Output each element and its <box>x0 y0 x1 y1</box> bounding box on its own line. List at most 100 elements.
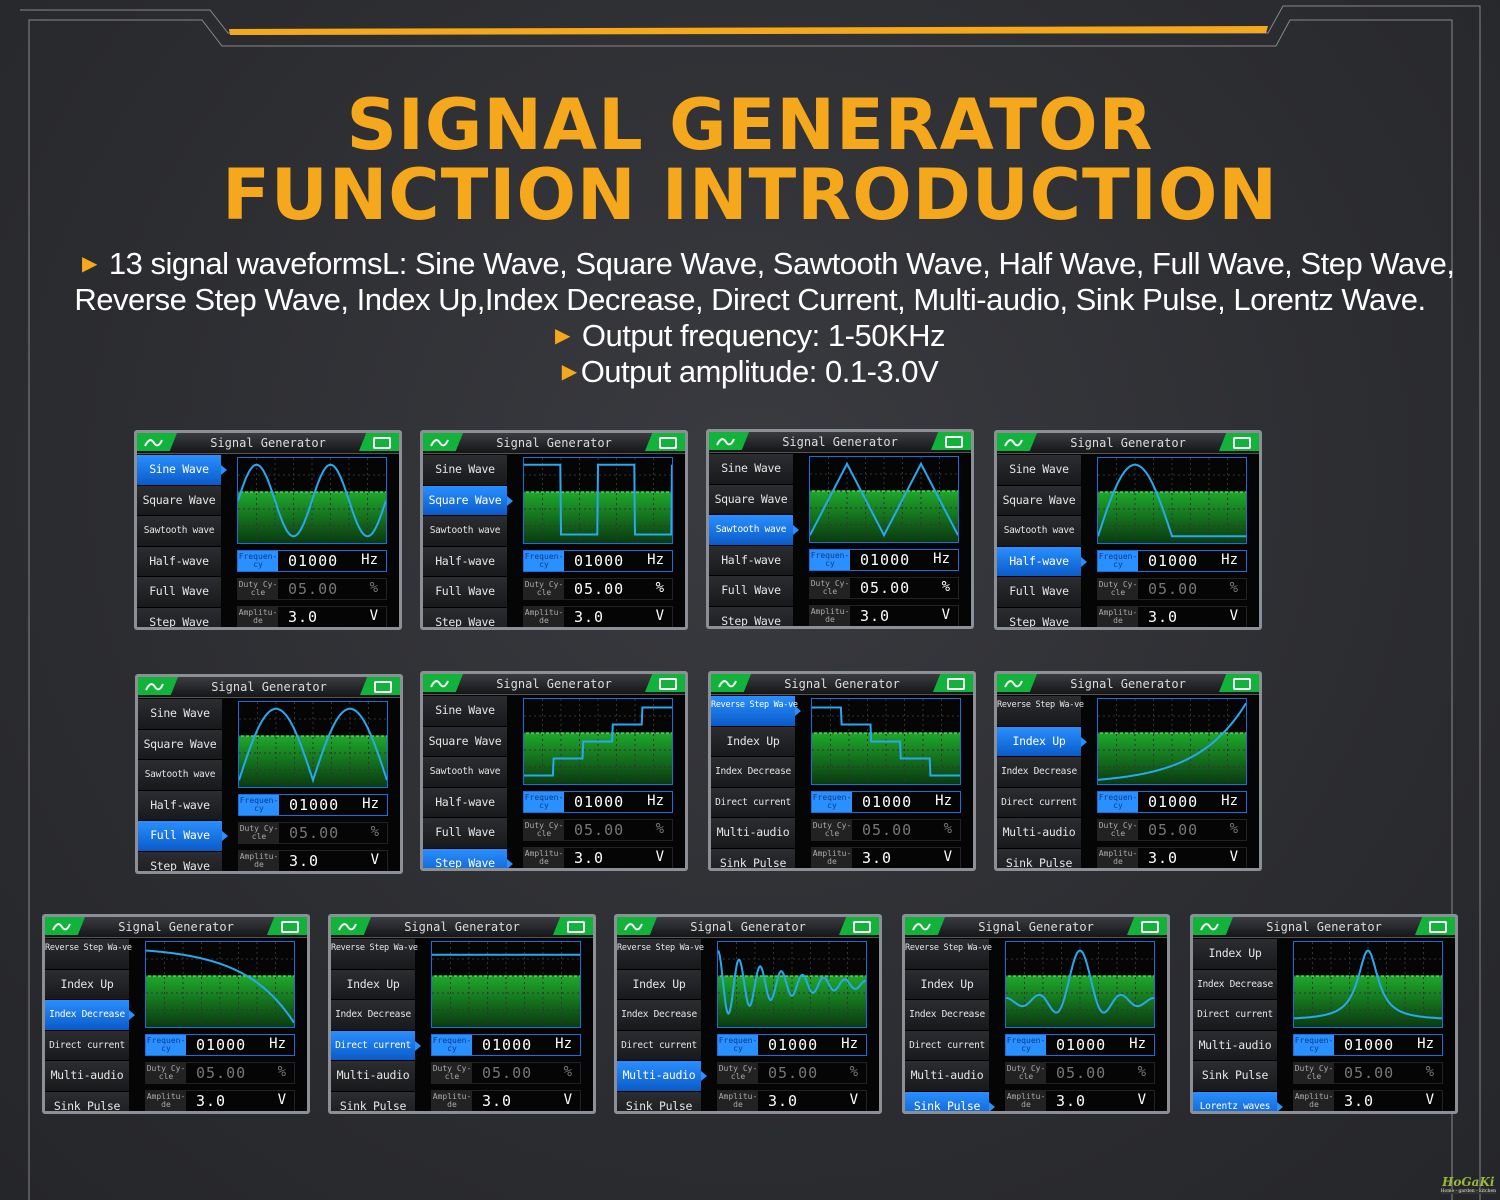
menu-item[interactable]: Index Up <box>45 969 129 1000</box>
menu-item[interactable]: Sink Pulse <box>331 1091 415 1111</box>
menu-item[interactable]: Index Decrease <box>711 757 795 788</box>
menu-item[interactable]: Multi-audio <box>331 1061 415 1092</box>
menu-item[interactable]: Direct current <box>45 1030 129 1061</box>
menu-item[interactable]: Reverse Step Wa-ve <box>997 696 1084 727</box>
menu-item[interactable]: Sink Pulse <box>997 848 1081 868</box>
menu-item[interactable]: Half-wave <box>137 546 221 577</box>
menu-item[interactable]: Index Decrease <box>45 1000 135 1031</box>
menu-item[interactable]: Sink Pulse <box>711 848 795 868</box>
menu-item[interactable]: Sawtooth wave <box>709 515 799 546</box>
menu-item[interactable]: Direct current <box>1193 1000 1277 1031</box>
menu-item[interactable]: Reverse Step Wa-ve <box>905 939 992 970</box>
menu-item[interactable]: Multi-audio <box>711 818 795 849</box>
menu-item[interactable]: Step Wave <box>423 607 507 627</box>
menu-item[interactable]: Sawtooth wave <box>997 516 1081 547</box>
menu-item[interactable]: Half-wave <box>423 787 507 818</box>
menu-item[interactable]: Step Wave <box>137 607 221 627</box>
menu-item[interactable]: Reverse Step Wa-ve <box>331 939 418 970</box>
menu-item[interactable]: Square Wave <box>997 485 1081 516</box>
menu-item[interactable]: Step Wave <box>709 606 793 626</box>
menu-item[interactable]: Index Decrease <box>331 1000 415 1031</box>
menu-item[interactable]: Half-wave <box>138 790 222 821</box>
menu-item[interactable]: Square Wave <box>423 726 507 757</box>
menu-item[interactable]: Index Up <box>711 726 795 757</box>
menu-item[interactable]: Lorentz waves <box>1193 1091 1283 1111</box>
menu-item[interactable]: Full Wave <box>423 818 507 849</box>
menu-item[interactable]: Full Wave <box>138 821 228 852</box>
menu-item[interactable]: Multi-audio <box>905 1061 989 1092</box>
menu-item[interactable]: Multi-audio <box>997 818 1081 849</box>
menu-item[interactable]: Reverse Step Wa-ve <box>711 696 801 727</box>
menu-item[interactable]: Sink Pulse <box>45 1091 129 1111</box>
menu-item[interactable]: Full Wave <box>423 577 507 608</box>
menu-item[interactable]: Sink Pulse <box>617 1091 701 1111</box>
menu-item[interactable]: Half-wave <box>997 546 1087 577</box>
menu-item[interactable]: Sawtooth wave <box>423 516 507 547</box>
menu-item[interactable]: Reverse Step Wa-ve <box>45 939 132 970</box>
menu-item[interactable]: Multi-audio <box>1193 1030 1277 1061</box>
menu-item[interactable]: Step Wave <box>423 848 513 868</box>
menu-item[interactable]: Multi-audio <box>617 1061 707 1092</box>
menu-item[interactable]: Sine Wave <box>138 699 222 730</box>
menu-item[interactable]: Sine Wave <box>423 696 507 727</box>
menu-item[interactable]: Step Wave <box>997 607 1081 627</box>
menu-item[interactable]: Full Wave <box>997 577 1081 608</box>
menu-item[interactable]: Index Up <box>617 969 701 1000</box>
menu-item[interactable]: Sine Wave <box>423 455 507 486</box>
menu-item[interactable]: Step Wave <box>138 851 222 871</box>
menu-item[interactable]: Index Up <box>997 726 1087 757</box>
menu-item[interactable]: Sawtooth wave <box>423 757 507 788</box>
menu-item[interactable]: Reverse Step Wa-ve <box>617 939 704 970</box>
menu-item[interactable]: Sink Pulse <box>1193 1061 1277 1092</box>
menu-item[interactable]: Direct current <box>905 1030 989 1061</box>
menu-item[interactable]: Full Wave <box>709 576 793 607</box>
menu-item[interactable]: Sink Pulse <box>905 1091 995 1111</box>
menu-item[interactable]: Sine Wave <box>709 454 793 485</box>
menu-item[interactable]: Index Decrease <box>997 757 1081 788</box>
menu-item[interactable]: Square Wave <box>423 485 513 516</box>
menu-item[interactable]: Multi-audio <box>45 1061 129 1092</box>
menu-item[interactable]: Square Wave <box>709 484 793 515</box>
menu-item[interactable]: Half-wave <box>423 546 507 577</box>
menu-item[interactable]: Square Wave <box>138 729 222 760</box>
menu-item[interactable]: Full Wave <box>137 577 221 608</box>
menu-item[interactable]: Direct current <box>331 1030 421 1061</box>
menu-item[interactable]: Index Up <box>905 969 989 1000</box>
menu-item[interactable]: Sine Wave <box>997 455 1081 486</box>
menu-item[interactable]: Index Up <box>1193 939 1277 970</box>
menu-item[interactable]: Direct current <box>711 787 795 818</box>
menu-item[interactable]: Index Up <box>331 969 415 1000</box>
menu-item[interactable]: Sawtooth wave <box>138 760 222 791</box>
menu-item[interactable]: Square Wave <box>137 485 221 516</box>
